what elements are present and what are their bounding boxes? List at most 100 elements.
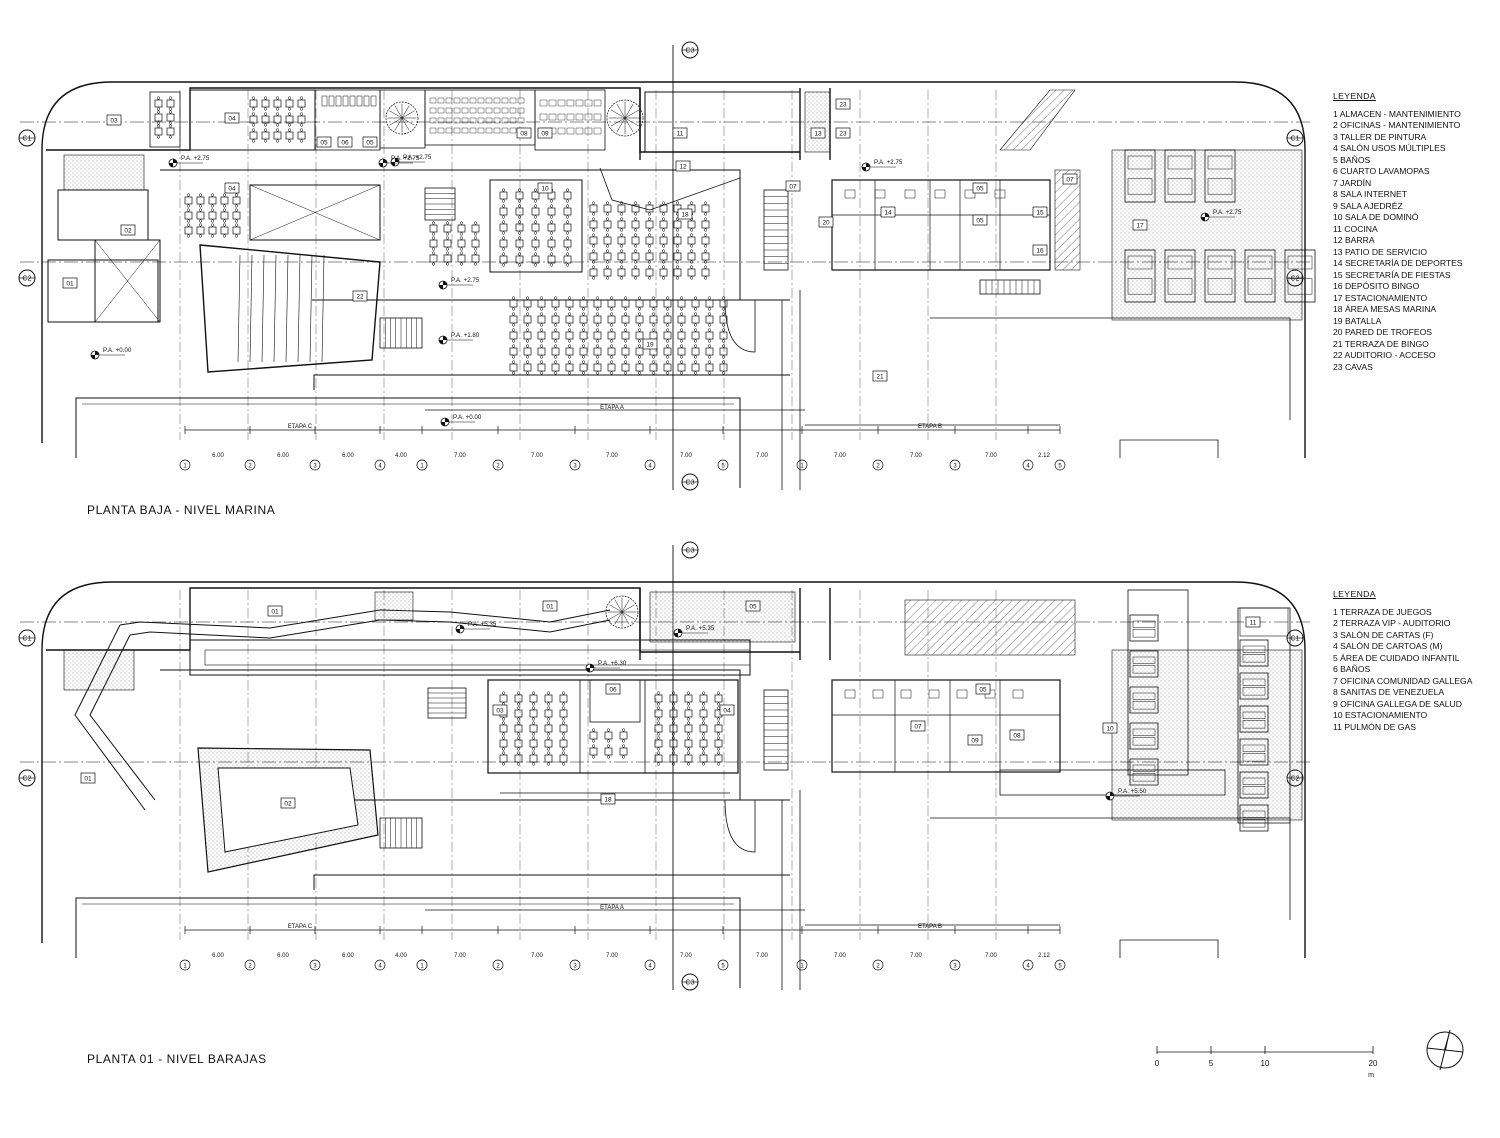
chair (665, 360, 670, 364)
table (619, 747, 628, 756)
chair (701, 706, 706, 710)
table (531, 207, 540, 216)
table (684, 754, 693, 763)
table (673, 236, 682, 245)
room-tag: 01 (271, 609, 279, 616)
north-circle (1426, 1031, 1464, 1069)
table (631, 220, 640, 229)
chair (647, 260, 652, 264)
table (547, 223, 556, 232)
chair (222, 193, 227, 197)
desk (485, 117, 493, 124)
table (684, 694, 693, 703)
chair (689, 249, 694, 253)
chair (531, 717, 536, 721)
level-label: P.A. +2.75 (181, 155, 210, 162)
table (593, 347, 602, 356)
chair (595, 312, 600, 316)
level-mark-fill (674, 629, 682, 637)
table (523, 331, 532, 340)
chair (561, 751, 566, 755)
chair (553, 355, 558, 359)
seat-row (321, 254, 325, 363)
bar-counter (599, 167, 741, 211)
room-tag-box (975, 683, 991, 695)
legend-item: 9 SALA AJEDRÉZ (1333, 200, 1403, 211)
chair (299, 96, 304, 100)
grid-number: 4 (378, 964, 382, 970)
table (714, 739, 723, 748)
chair (501, 732, 506, 736)
chair (595, 360, 600, 364)
dimension-label: 7.00 (680, 453, 692, 459)
toilet-icon (370, 95, 377, 107)
table (285, 99, 294, 108)
chair (517, 263, 522, 267)
grid-number: 1 (183, 964, 187, 970)
chair (716, 747, 721, 751)
table (579, 363, 588, 372)
car-icon (1129, 722, 1159, 750)
chair (647, 233, 652, 237)
chair (693, 328, 698, 332)
table (673, 252, 682, 261)
site-line (1119, 439, 1219, 458)
chair (299, 107, 304, 111)
room-tag-box (672, 127, 688, 139)
table (593, 331, 602, 340)
site-boundary (41, 581, 1306, 958)
chair (561, 702, 566, 706)
table (563, 223, 572, 232)
chair (619, 260, 624, 264)
chair (665, 296, 670, 300)
room-tag: 02 (124, 228, 132, 235)
room-tag: 06 (609, 687, 617, 694)
chair (517, 231, 522, 235)
chair (511, 312, 516, 316)
tree-branch (610, 109, 626, 119)
chair (686, 691, 691, 695)
chair (701, 736, 706, 740)
car-icon (1239, 672, 1269, 700)
scale-label: 0 (1155, 1059, 1160, 1068)
room-tag-box (719, 704, 735, 716)
chair (511, 307, 516, 311)
level-mark-fill (586, 664, 594, 672)
chair (459, 262, 464, 266)
chair (156, 110, 161, 114)
chair (637, 307, 642, 311)
chair (619, 228, 624, 232)
chair (567, 339, 572, 343)
table (705, 331, 714, 340)
parking-area (1111, 649, 1303, 821)
chair (701, 702, 706, 706)
chair (623, 339, 628, 343)
chair (501, 721, 506, 725)
legend-item: 9 OFICINA GALLEGA DE SALUD (1333, 698, 1462, 709)
car-windshield (1242, 678, 1266, 686)
room-tag: 07 (914, 724, 922, 731)
chair (716, 736, 721, 740)
desk (461, 97, 469, 104)
chair (525, 344, 530, 348)
chair (651, 328, 656, 332)
room (47, 259, 159, 323)
dimension-label: 7.00 (985, 953, 997, 959)
chair (198, 219, 203, 223)
grid-bubble (1054, 459, 1066, 471)
table (687, 252, 696, 261)
table (285, 131, 294, 140)
chair (561, 717, 566, 721)
legend-item: 8 SANITAS DE VENEZUELA (1333, 687, 1445, 697)
room-tag: 08 (520, 131, 528, 138)
table (208, 196, 217, 205)
car-roof (1167, 178, 1193, 195)
chair (565, 247, 570, 251)
car-windshield (1242, 810, 1266, 818)
chair (661, 265, 666, 269)
section-mark-label: C1 (23, 636, 32, 643)
dimension-label: 7.00 (985, 453, 997, 459)
chair (686, 732, 691, 736)
chair (671, 762, 676, 766)
table (499, 724, 508, 733)
